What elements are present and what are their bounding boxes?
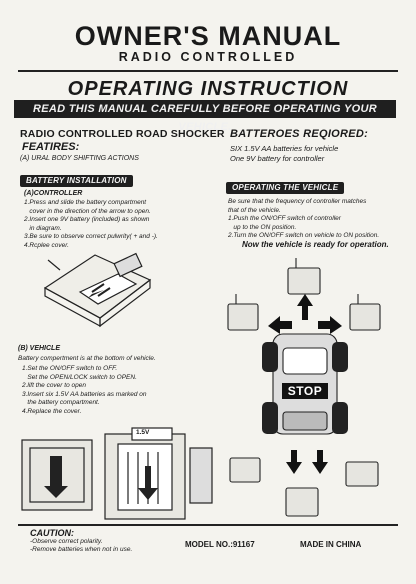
arrow-left-icon xyxy=(268,316,292,334)
controller-steps: 1.Press and slide the battery compartmen… xyxy=(24,199,214,250)
controller-step: 3.Be sure to observe correct pulwrity( +… xyxy=(24,233,158,240)
battery-voltage-label: 1.5V xyxy=(136,429,150,436)
vehicle-step: the battery compartment. xyxy=(22,399,100,406)
operating-line: Be sure that the frequency of controller… xyxy=(228,198,367,205)
ready-note: Now the vehicle is ready for operation. xyxy=(242,240,389,249)
arrow-down-icon xyxy=(44,456,68,498)
operating-steps: Be sure that the frequency of controller… xyxy=(228,198,408,241)
vehicle-subtitle: Battery compertment is at the bottom of … xyxy=(18,355,156,362)
vehicle-step: 4.Replace the cover. xyxy=(22,407,82,415)
operating-line: 1.Push the ON/OFF switch of controller xyxy=(228,215,341,222)
caution-lines: -Observe correct polarity. -Remove batte… xyxy=(30,538,132,554)
vehicle-steps: 1.Set the ON/OFF switch to OFF. Set the … xyxy=(22,365,222,416)
operating-vehicle-pill: OPERATING THE VEHICLE xyxy=(226,182,345,194)
page-subtitle: RADIO CONTROLLED xyxy=(118,50,298,64)
controller-bottom xyxy=(285,487,319,517)
vehicle-step: Set the OPEN/LOCK switch to OPEN. xyxy=(22,373,137,381)
arrow-up-icon xyxy=(297,294,313,320)
controller-right xyxy=(349,303,381,331)
caution-line: -Remove batteries when not in use. xyxy=(30,546,133,553)
vehicle-step: 3.Insert six 1.5V AA batteries as marked… xyxy=(22,390,147,398)
controller-step: in diagram. xyxy=(24,224,62,232)
controller-left xyxy=(227,303,259,331)
vehicle-wheels xyxy=(262,342,348,434)
controller-bottom-left xyxy=(229,457,261,483)
arrow-down-right-icon xyxy=(312,450,328,474)
controller-step: 4.Rcplee cover. xyxy=(24,241,69,249)
stop-label: STOP xyxy=(282,383,328,399)
batteries-line: One 9V battery for controller xyxy=(230,154,325,163)
caution-line: -Observe correct polarity. xyxy=(30,538,103,545)
controller-bottom-right xyxy=(345,461,379,487)
vehicle-battery-diagram xyxy=(21,427,213,520)
page-title: OWNER'S MANUAL xyxy=(74,21,342,51)
batteries-list: SIX 1.5V AA batteries for vehicle One 9V… xyxy=(230,144,338,164)
warning-banner: READ THIS MANUAL CAREFULLY BEFORE OPERAT… xyxy=(14,100,396,133)
controller-top xyxy=(287,267,321,295)
vehicle-heading: (B) VEHICLE xyxy=(18,345,60,352)
batteries-line: SIX 1.5V AA batteries for vehicle xyxy=(230,144,339,153)
title-rule xyxy=(18,70,398,72)
caution-heading: CAUTION: xyxy=(30,528,74,538)
features-label: FEATIRES: xyxy=(22,141,80,153)
arrow-down-icon xyxy=(138,466,158,500)
operating-line: that of the vehicle. xyxy=(228,206,281,214)
section-title: OPERATING INSTRUCTION xyxy=(67,78,349,100)
product-name: RADIO CONTROLLED ROAD SHOCKER xyxy=(20,128,225,140)
operating-line: 2.Turn the ON/OFF switch on vehicle to O… xyxy=(228,232,380,239)
arrow-right-icon xyxy=(318,316,342,334)
made-in: MADE IN CHINA xyxy=(300,540,362,549)
footer-rule xyxy=(18,524,398,526)
controller-step: cover in the direction of the arrow to o… xyxy=(24,207,151,215)
model-number: MODEL NO.:91167 xyxy=(185,540,255,549)
controller-step: 2.Insert one 9V battery (included) as sh… xyxy=(24,216,150,223)
controller-battery-diagram xyxy=(43,252,152,328)
vehicle-step: 1.Set the ON/OFF switch to OFF. xyxy=(22,365,118,372)
arrow-down-left-icon xyxy=(286,450,302,474)
features-text: (A) URAL BODY SHIFTING ACTIONS xyxy=(20,155,139,162)
batteries-heading: BATTEROES REQIORED: xyxy=(230,128,369,140)
controller-heading: (A)CONTROLLER xyxy=(24,190,83,197)
arrow-icon xyxy=(88,290,104,298)
operating-line: up to the ON position. xyxy=(228,223,297,231)
controller-step: 1.Press and slide the battery compartmen… xyxy=(24,199,147,206)
battery-installation-pill: BATTERY INSTALLATION xyxy=(20,175,133,187)
vehicle-step: 2.lift the cover to open xyxy=(22,382,86,389)
